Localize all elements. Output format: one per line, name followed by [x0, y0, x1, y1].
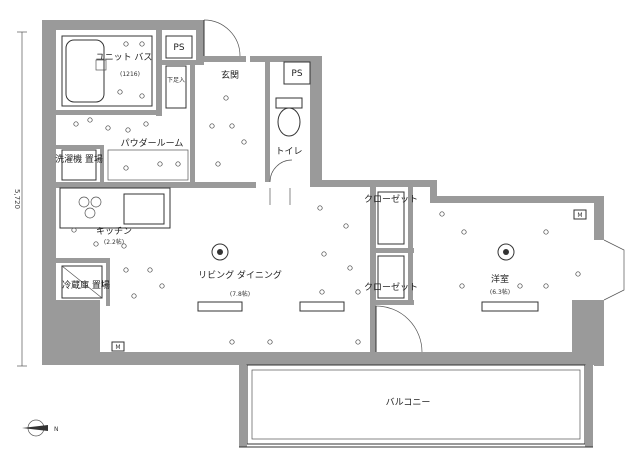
powder-room-label: パウダールーム — [121, 137, 184, 149]
living-label: リビング ダイニング — [198, 269, 282, 281]
fixture-mark — [131, 293, 137, 299]
fixture-mark — [175, 161, 181, 167]
fixture-mark — [93, 241, 99, 247]
m-marker-left: M — [111, 341, 125, 352]
fixture-mark — [229, 123, 235, 129]
svg-text:PS: PS — [291, 69, 302, 79]
fixture-mark — [267, 339, 273, 345]
fixture-mark — [215, 161, 221, 167]
fixture-mark — [71, 227, 77, 233]
western-door — [375, 305, 423, 353]
svg-text:クローゼット: クローゼット — [364, 193, 418, 205]
fixture-mark — [117, 89, 123, 95]
unit-bath: ユニット バス (1216) — [61, 35, 153, 107]
entrance-door: 玄関 — [203, 19, 241, 81]
fixture-mark — [439, 211, 445, 217]
unit-bath-size: (1216) — [120, 71, 140, 78]
fixture-mark — [459, 283, 465, 289]
fixture-marks — [71, 41, 581, 345]
svg-text:PS: PS — [173, 43, 184, 53]
closet-top: クローゼット — [364, 191, 418, 245]
laundry: 洗濯機 置場 — [55, 149, 103, 181]
fixture-mark — [223, 95, 229, 101]
toilet: トイレ — [269, 97, 303, 183]
kitchen: キッチン (2.2帖) — [59, 187, 171, 246]
svg-text:M: M — [115, 344, 120, 351]
living-dining: リビング ダイニング (7.8帖) — [197, 188, 345, 312]
m-marker-right: M — [573, 209, 587, 220]
fixture-mark — [575, 271, 581, 277]
fixture-mark — [229, 339, 235, 345]
fixture-mark — [123, 41, 129, 47]
fixture-mark — [241, 139, 247, 145]
dimension-label: 5,720 — [13, 189, 21, 209]
fixture-mark — [343, 223, 349, 229]
fixture-mark — [139, 93, 145, 99]
entrance-label: 玄関 — [221, 69, 239, 81]
kitchen-size: (2.2帖) — [104, 238, 124, 246]
north-arrow-icon: N — [22, 419, 59, 437]
fixture-mark — [321, 251, 327, 257]
powder-room: パウダールーム — [107, 137, 189, 181]
fixture-mark — [143, 121, 149, 127]
fixture-mark — [105, 125, 111, 131]
fixture-mark — [87, 117, 93, 123]
fixture-mark — [123, 267, 129, 273]
ps-top: PS — [165, 35, 193, 59]
svg-text:冷蔵庫 置場: 冷蔵庫 置場 — [62, 279, 110, 291]
western-label: 洋室 — [491, 273, 509, 285]
fixture-mark — [159, 283, 165, 289]
kitchen-label: キッチン — [96, 226, 132, 237]
unit-bath-label: ユニット バス — [96, 52, 153, 63]
balcony-label: バルコニー — [386, 397, 431, 408]
svg-text:下足入: 下足入 — [167, 77, 185, 84]
fixture-mark — [139, 41, 145, 47]
fixture-mark — [347, 265, 353, 271]
outer-walls — [42, 20, 604, 448]
dimension-line: 5,720 — [13, 31, 27, 367]
svg-text:N: N — [54, 426, 59, 433]
fixture-mark — [355, 339, 361, 345]
ps-right: PS — [283, 61, 311, 85]
interior-walls — [56, 30, 414, 353]
fixture-mark — [123, 165, 129, 171]
closet-bottom: クローゼット — [364, 255, 418, 299]
western-room: 洋室 (6.3帖) — [481, 239, 625, 312]
fixture-mark — [319, 289, 325, 295]
fixture-mark — [73, 121, 79, 127]
svg-text:洗濯機 置場: 洗濯機 置場 — [55, 153, 103, 165]
fixture-mark — [317, 205, 323, 211]
fixture-mark — [461, 229, 467, 235]
fixture-mark — [543, 229, 549, 235]
fixture-mark — [543, 283, 549, 289]
western-size: (6.3帖) — [490, 288, 510, 296]
fixture-mark — [157, 161, 163, 167]
fixture-mark — [147, 267, 153, 273]
fixture-mark — [125, 127, 131, 133]
fixture-mark — [517, 283, 523, 289]
fixture-mark — [209, 123, 215, 129]
shoe-box: 下足入 — [165, 65, 187, 109]
fridge: 冷蔵庫 置場 — [61, 265, 110, 299]
fixture-mark — [121, 243, 127, 249]
living-size: (7.8帖) — [230, 290, 250, 298]
svg-text:M: M — [577, 212, 582, 219]
svg-text:クローゼット: クローゼット — [364, 281, 418, 293]
toilet-label: トイレ — [275, 147, 302, 157]
fixture-mark — [355, 289, 361, 295]
